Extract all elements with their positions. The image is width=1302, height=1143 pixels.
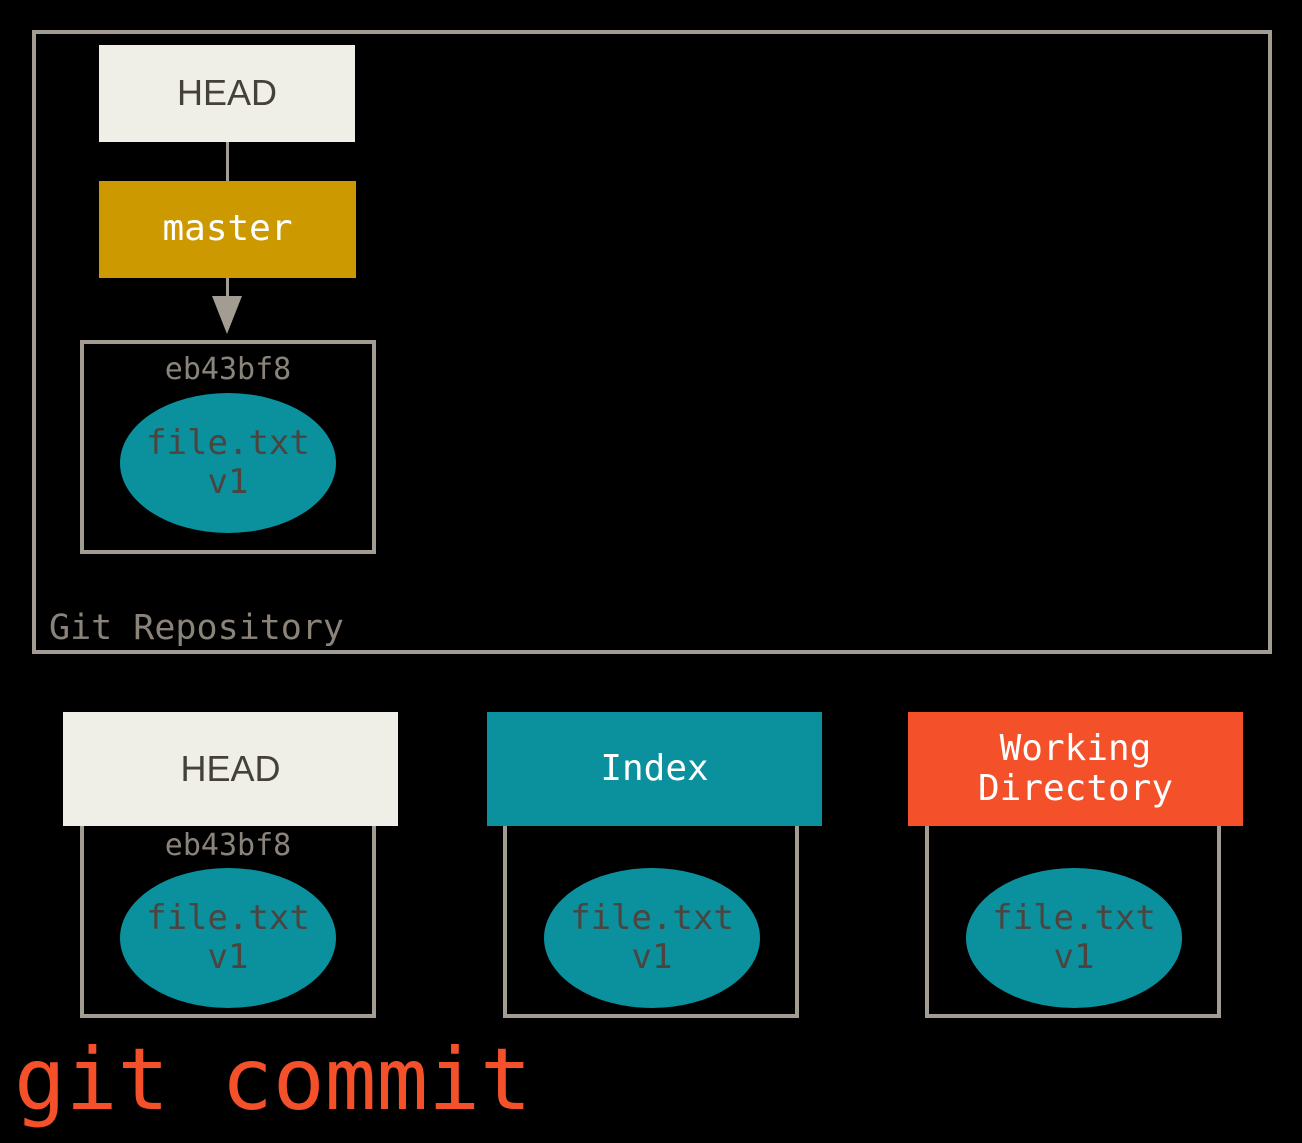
- repo-head-label: HEAD: [176, 72, 278, 114]
- repo-commit-blob-version: v1: [207, 462, 249, 502]
- repo-branch-label: master: [162, 208, 293, 250]
- column-index-blob-filename: file.txt: [570, 897, 734, 938]
- repo-head-box[interactable]: HEAD: [99, 45, 355, 142]
- connector-head-to-master: [226, 142, 229, 182]
- repo-commit-blob[interactable]: file.txt v1: [120, 393, 336, 533]
- repo-commit-blob-filename: file.txt: [146, 422, 310, 463]
- column-head-label-box[interactable]: HEAD: [63, 712, 398, 826]
- column-head-blob-version: v1: [207, 937, 249, 977]
- command-caption: git commit: [14, 1030, 532, 1130]
- column-head-label: HEAD: [180, 747, 281, 789]
- column-working-directory-blob-version: v1: [1053, 937, 1095, 977]
- connector-master-to-commit: [226, 278, 229, 298]
- git-repository-frame: [32, 30, 1272, 654]
- column-index-label: Index: [600, 747, 709, 789]
- column-working-directory-label: Working Directory: [977, 727, 1174, 809]
- column-index-blob[interactable]: file.txt v1: [544, 868, 760, 1008]
- column-working-directory-label-box[interactable]: Working Directory: [908, 712, 1243, 826]
- column-head-hash: eb43bf8: [164, 828, 292, 863]
- git-repository-label: Git Repository: [49, 608, 345, 648]
- column-head-blob-filename: file.txt: [146, 897, 310, 938]
- column-head-blob[interactable]: file.txt v1: [120, 868, 336, 1008]
- column-working-directory-blob[interactable]: file.txt v1: [966, 868, 1182, 1008]
- repo-commit-hash: eb43bf8: [164, 352, 292, 387]
- column-index-blob-version: v1: [631, 937, 673, 977]
- column-working-directory-blob-filename: file.txt: [992, 897, 1156, 938]
- repo-commit-frame[interactable]: [80, 340, 376, 554]
- repo-branch-box[interactable]: master: [99, 181, 356, 278]
- arrow-head-icon: [212, 296, 242, 334]
- column-index-label-box[interactable]: Index: [487, 712, 822, 826]
